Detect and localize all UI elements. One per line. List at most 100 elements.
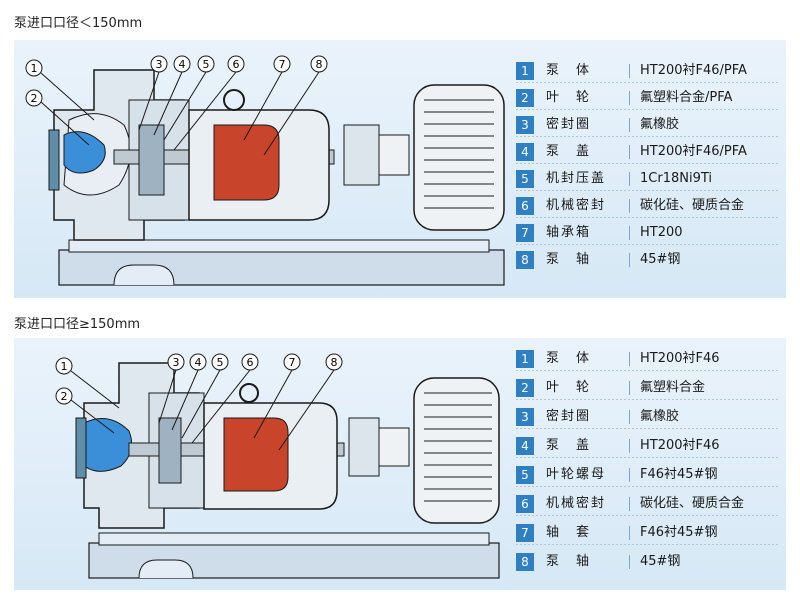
callout-group-large: 1 2 3 4 5 6 7 8	[55, 353, 343, 451]
section-title-large-inlet: 泵进口口径≥150mm	[14, 317, 141, 332]
part-name: 轴承箱	[546, 225, 592, 240]
callout-3: 3	[138, 55, 168, 131]
row-divider	[516, 486, 778, 487]
part-number: 5	[516, 466, 534, 484]
row-divider	[516, 136, 778, 137]
callout-4: 4	[153, 55, 191, 136]
callout-3: 3	[158, 353, 185, 424]
part-material: 氟橡胶	[640, 409, 680, 424]
part-number: 1	[516, 62, 534, 80]
part-number: 2	[516, 379, 534, 397]
callout-6: 6	[173, 55, 245, 151]
part-name: 机械密封	[546, 198, 607, 213]
part-name: 密封圈	[546, 409, 592, 424]
callout-5: 5	[163, 55, 215, 141]
svg-text:1: 1	[31, 62, 38, 75]
divider	[629, 226, 630, 240]
part-number: 2	[516, 89, 534, 107]
part-material: 氟塑料合金	[640, 380, 706, 395]
divider	[629, 497, 630, 511]
part-number: 6	[516, 197, 534, 215]
callout-1: 1	[55, 357, 120, 409]
svg-text:4: 4	[195, 356, 202, 369]
svg-text:4: 4	[179, 58, 186, 71]
svg-text:3: 3	[173, 356, 180, 369]
part-name: 密封圈	[546, 117, 592, 132]
row-divider	[516, 428, 778, 429]
divider	[629, 172, 630, 186]
divider	[629, 439, 630, 453]
part-material: 45#钢	[640, 554, 681, 569]
row-divider	[516, 217, 778, 218]
legend-row: 5 机封压盖 1Cr18Ni9Ti	[516, 166, 786, 191]
part-number: 8	[516, 251, 534, 269]
part-material: F46衬45#钢	[640, 525, 718, 540]
part-material: 氟橡胶	[640, 117, 680, 132]
part-number: 6	[516, 495, 534, 513]
callout-1: 1	[25, 59, 95, 121]
svg-text:6: 6	[247, 356, 254, 369]
callout-2: 2	[25, 89, 90, 146]
part-material: HT200	[640, 225, 683, 240]
callout-8: 8	[263, 55, 328, 156]
part-number: 5	[516, 170, 534, 188]
part-material: 1Cr18Ni9Ti	[640, 171, 712, 186]
divider	[629, 145, 630, 159]
pump-cross-section-drawing: 1 2 3 4 5 6 7 8	[25, 55, 505, 286]
part-number: 8	[516, 553, 534, 571]
svg-text:1: 1	[61, 360, 68, 373]
part-material: HT200衬F46	[640, 438, 720, 453]
divider	[629, 381, 630, 395]
divider	[629, 352, 630, 366]
divider	[629, 410, 630, 424]
part-number: 4	[516, 437, 534, 455]
callout-7: 7	[243, 55, 291, 141]
svg-text:2: 2	[61, 390, 68, 403]
part-number: 3	[516, 116, 534, 134]
divider	[629, 64, 630, 78]
part-material: 氟塑料合金/PFA	[640, 90, 733, 105]
section-title-small-inlet: 泵进口口径＜150mm	[14, 16, 143, 31]
row-divider	[516, 190, 778, 191]
row-divider	[516, 244, 778, 245]
part-number: 3	[516, 408, 534, 426]
callout-5: 5	[181, 353, 229, 439]
divider	[629, 526, 630, 540]
divider	[629, 91, 630, 105]
callout-6: 6	[191, 353, 259, 444]
legend-row: 4 泵 盖 HT200衬F46/PFA	[516, 139, 786, 164]
svg-text:7: 7	[279, 58, 286, 71]
callout-group-small: 1 2 3 4 5 6 7 8	[25, 55, 328, 156]
part-number: 7	[516, 524, 534, 542]
callout-2: 2	[55, 387, 115, 434]
row-divider	[516, 457, 778, 458]
svg-text:6: 6	[233, 58, 240, 71]
row-divider	[516, 515, 778, 516]
part-name: 泵 盖	[546, 144, 592, 159]
part-material: HT200衬F46	[640, 351, 720, 366]
part-name: 叶轮螺母	[546, 467, 607, 482]
legend-row: 3 密封圈 氟橡胶	[516, 112, 786, 137]
svg-text:5: 5	[217, 356, 224, 369]
part-name: 轴 套	[546, 525, 592, 540]
divider	[629, 555, 630, 569]
part-material: 碳化硅、硬质合金	[640, 496, 745, 511]
row-divider	[516, 399, 778, 400]
part-number: 4	[516, 143, 534, 161]
part-name: 泵 体	[546, 351, 592, 366]
svg-text:7: 7	[289, 356, 296, 369]
part-material: HT200衬F46/PFA	[640, 144, 747, 159]
part-name: 机封压盖	[546, 171, 607, 186]
svg-text:8: 8	[316, 58, 323, 71]
